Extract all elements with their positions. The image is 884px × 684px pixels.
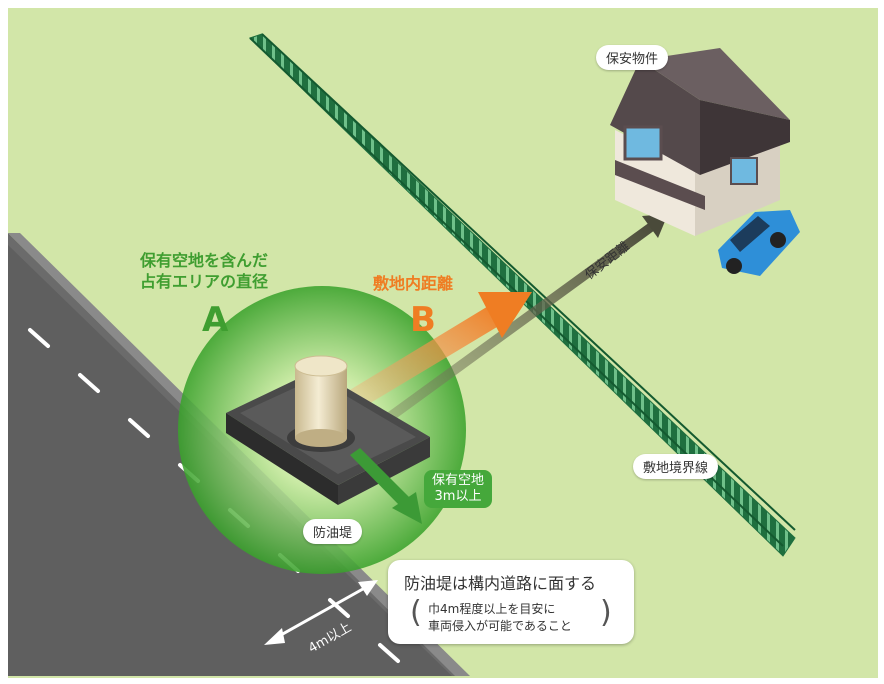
house [610, 48, 790, 236]
open-space-badge: 保有空地 3m以上 [424, 470, 493, 508]
road-requirement-note: 防油堤は構内道路に面する ( 巾4m程度以上を目安に 車両侵入が可能であること … [388, 560, 634, 644]
oil-tank [287, 355, 355, 452]
note-title: 防油堤は構内道路に面する [404, 574, 597, 593]
diameter-label-line1: 保有空地を含んだ [140, 251, 269, 270]
open-space-line1: 保有空地 [432, 473, 485, 488]
letter-a: A [202, 300, 229, 340]
dike-label: 防油堤 [303, 519, 363, 544]
diameter-label-line2: 占有エリアの直径 [140, 272, 269, 291]
road-width-arrow [264, 580, 378, 645]
note-sub-line2: 車両侵入が可能であること [428, 619, 572, 633]
letter-b: B [410, 300, 436, 340]
note-sub-line1: 巾4m程度以上を目安に [428, 602, 556, 616]
note-paren-left: ( [410, 595, 422, 630]
site-distance-label: 敷地内距離 [373, 274, 454, 293]
boundary-line-label: 敷地境界線 [633, 454, 719, 479]
site-distance-arrow [330, 292, 532, 420]
protected-property-label: 保安物件 [596, 45, 669, 70]
note-paren-right: ) [600, 595, 612, 630]
car [718, 210, 800, 276]
open-space-line2: 3m以上 [434, 489, 482, 504]
open-space-arrow [350, 448, 422, 524]
